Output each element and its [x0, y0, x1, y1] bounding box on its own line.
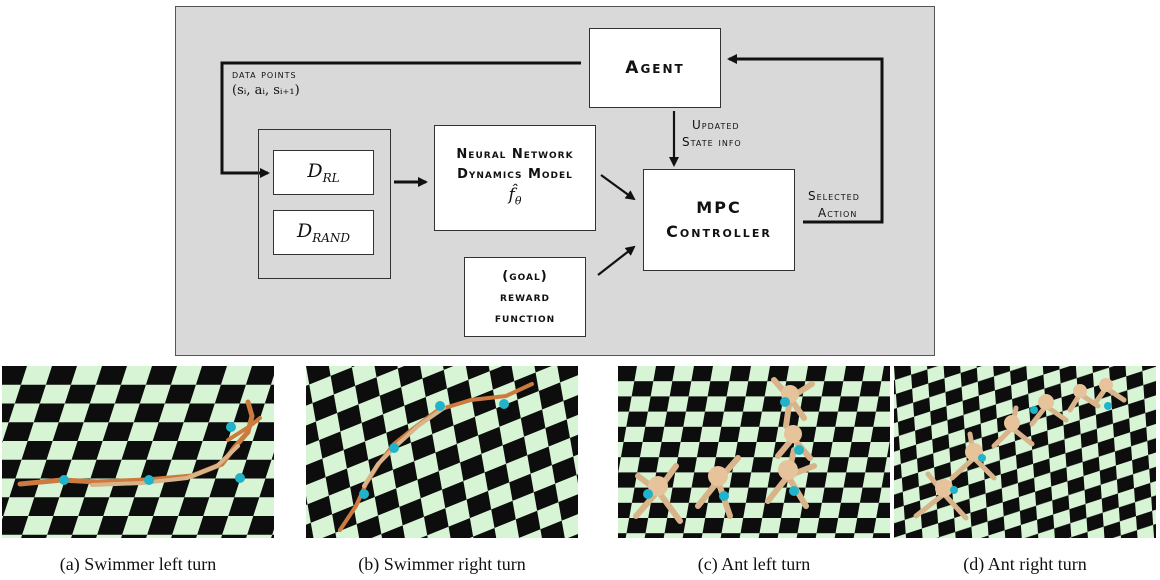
reward-function-box: (goal) reward function — [464, 257, 586, 337]
caption-d: (d) Ant right turn — [963, 554, 1087, 574]
updated-state-label: Updated State info — [682, 117, 742, 151]
arrow-reward-to-mpc — [597, 245, 636, 276]
nn-symbol-base: f̂ — [508, 184, 515, 205]
nn-model-box: Neural Network Dynamics Model f̂θ — [434, 125, 596, 231]
data-points-text: data points — [232, 68, 297, 81]
swimmer-right-turn-image — [306, 366, 578, 538]
dataset-container — [258, 129, 391, 279]
nn-symbol-sub: θ — [514, 194, 522, 208]
data-points-tuple: (sᵢ, aᵢ, sᵢ₊₁) — [232, 83, 300, 98]
reward-line-1: (goal) — [502, 268, 548, 284]
d-rl-symbol: DRL — [307, 160, 339, 185]
nn-line-1: Neural Network — [456, 146, 574, 162]
nn-line-2: Dynamics Model — [457, 166, 573, 182]
selected-action-label: Selected Action — [808, 188, 860, 222]
mpc-line-2: Controller — [666, 222, 772, 241]
selected-line-1: Selected — [808, 189, 860, 203]
swimmer-left-turn-image — [2, 366, 274, 538]
reward-line-3: function — [494, 310, 556, 326]
agent-box: Agent — [589, 28, 721, 108]
updated-line-1: Updated — [692, 118, 740, 132]
nn-symbol: f̂θ — [509, 185, 522, 211]
data-points-label: data points (sᵢ, aᵢ, sᵢ₊₁) — [232, 67, 300, 98]
d-rand-base: D — [296, 220, 313, 243]
d-rl-sub: RL — [322, 170, 340, 185]
d-rand-sub: RAND — [312, 230, 351, 245]
reward-line-2: reward — [500, 289, 550, 305]
ant-right-turn-image — [894, 366, 1156, 538]
arrow-nn-to-mpc — [600, 174, 636, 201]
d-rl-base: D — [307, 160, 323, 183]
caption-b: (b) Swimmer right turn — [358, 554, 526, 574]
diagram-panel: Agent data points (sᵢ, aᵢ, sᵢ₊₁) DRL DRA… — [175, 6, 935, 356]
mpc-controller-box: MPC Controller — [643, 169, 795, 271]
caption-a: (a) Swimmer left turn — [59, 554, 217, 574]
selected-line-2: Action — [818, 206, 858, 220]
d-rand-symbol: DRAND — [297, 220, 350, 245]
arrow-agent-to-drl — [220, 61, 581, 178]
d-rl-box: DRL — [273, 150, 374, 195]
caption-c: (c) Ant left turn — [697, 554, 811, 574]
mpc-line-1: MPC — [696, 198, 742, 217]
arrow-mpc-to-agent — [727, 54, 884, 224]
flow-arrows — [220, 54, 884, 276]
d-rand-box: DRAND — [273, 210, 374, 255]
updated-line-2: State info — [682, 135, 742, 149]
agent-label: Agent — [625, 58, 685, 78]
ant-left-turn-image — [618, 366, 890, 538]
